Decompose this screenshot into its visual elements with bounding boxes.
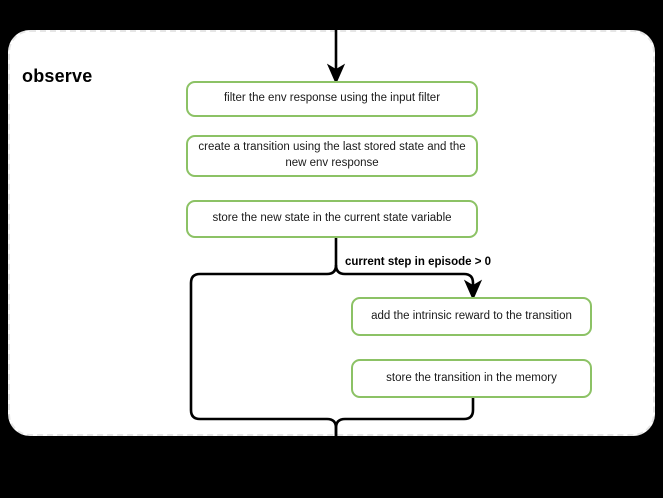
node-store-new-state[interactable]: store the new state in the current state…: [186, 200, 478, 238]
node-filter-env-response[interactable]: filter the env response using the input …: [186, 81, 478, 117]
node-add-intrinsic-reward[interactable]: add the intrinsic reward to the transiti…: [351, 297, 592, 336]
observe-title: observe: [22, 66, 93, 86]
branch-condition-label: current step in episode > 0: [345, 256, 492, 268]
node-store-transition-memory[interactable]: store the transition in the memory: [351, 359, 592, 398]
node-create-transition[interactable]: create a transition using the last store…: [186, 135, 478, 177]
